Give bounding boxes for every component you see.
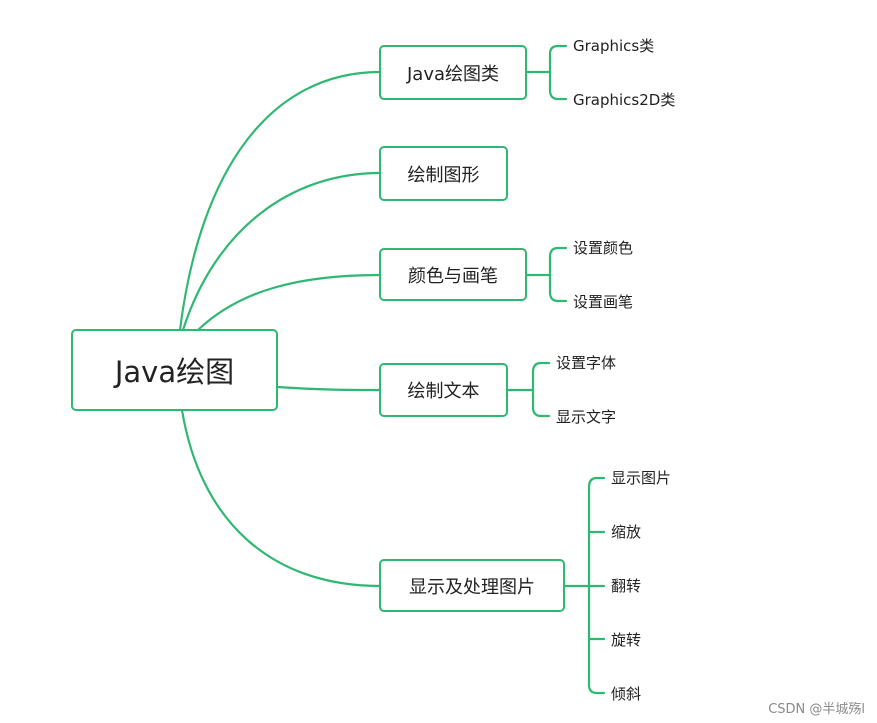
bracket-branch-3 xyxy=(524,246,568,303)
branch-label: 颜色与画笔 xyxy=(408,265,498,287)
branch-label: 绘制图形 xyxy=(407,164,480,186)
bracket-branch-1 xyxy=(524,44,568,101)
connector-root-branch-2 xyxy=(181,171,382,332)
leaf-rotate[interactable]: 旋转 xyxy=(611,631,642,649)
leaf-display-image[interactable]: 显示图片 xyxy=(611,469,672,487)
branch-node-color-and-pen[interactable]: 颜色与画笔 xyxy=(379,248,527,301)
branch-label: 绘制文本 xyxy=(407,381,480,402)
branch-label: Java绘图类 xyxy=(406,63,500,85)
leaf-graphics2d-class[interactable]: Graphics2D类 xyxy=(573,91,676,109)
bracket-branch-4 xyxy=(505,361,551,418)
leaf-scale[interactable]: 缩放 xyxy=(611,523,642,541)
connector-root-branch-1 xyxy=(178,70,382,332)
leaf-set-color[interactable]: 设置颜色 xyxy=(573,239,634,257)
branch-node-draw-text[interactable]: 绘制文本 xyxy=(379,363,508,417)
leaf-display-text[interactable]: 显示文字 xyxy=(556,408,617,426)
branch-node-draw-shapes[interactable]: 绘制图形 xyxy=(379,146,508,201)
branch-label: 显示及处理图片 xyxy=(409,576,535,598)
connector-root-branch-5 xyxy=(180,408,382,588)
branch-node-display-process-images[interactable]: 显示及处理图片 xyxy=(379,559,565,612)
root-node[interactable]: Java绘图 xyxy=(71,329,278,411)
leaf-skew[interactable]: 倾斜 xyxy=(611,685,642,703)
connector-root-branch-4 xyxy=(275,385,382,392)
leaf-set-pen[interactable]: 设置画笔 xyxy=(573,293,634,311)
leaf-flip[interactable]: 翻转 xyxy=(611,577,642,595)
bracket-branch-5 xyxy=(562,476,606,695)
connector-root-branch-3 xyxy=(196,273,382,332)
leaf-set-font[interactable]: 设置字体 xyxy=(556,354,617,372)
leaf-graphics-class[interactable]: Graphics类 xyxy=(573,37,655,55)
branch-node-java-graphics-classes[interactable]: Java绘图类 xyxy=(379,45,527,100)
watermark: CSDN @半城殇l xyxy=(768,702,865,717)
root-label: Java绘图 xyxy=(114,355,235,389)
